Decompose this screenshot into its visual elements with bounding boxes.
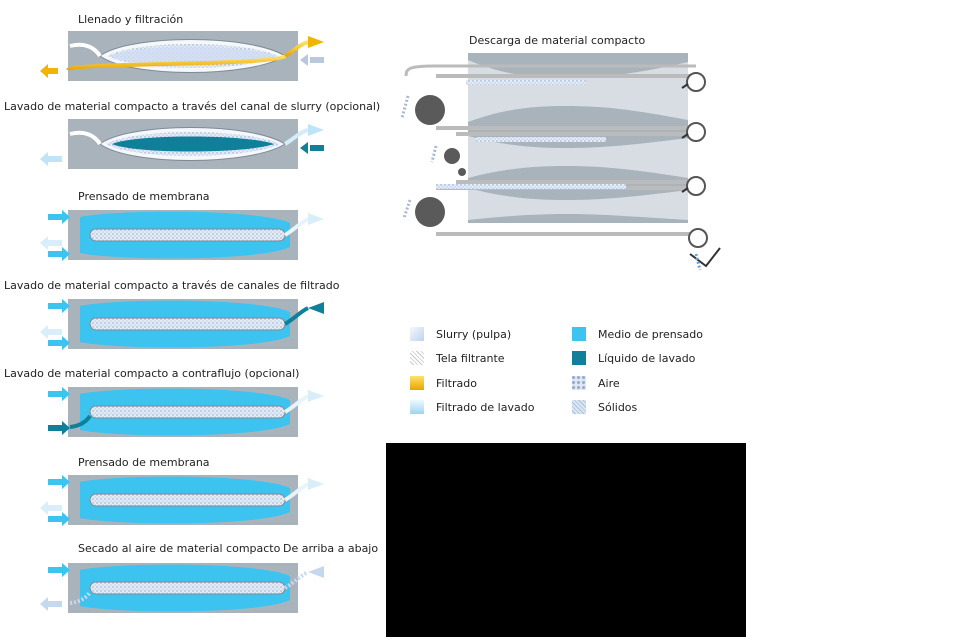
blank-area [386, 443, 746, 637]
legend-item-cloth: Tela filtrante [410, 351, 505, 365]
cake-discharge-diagram [400, 53, 721, 271]
wash-liquid-swatch [572, 351, 586, 365]
legend-item-solids: Sólidos [572, 400, 637, 414]
slurry-channel-wash-diagram [40, 119, 324, 169]
wash-filtrate-swatch [410, 400, 424, 414]
membrane-pressing-diagram-1 [40, 210, 324, 261]
cloth-swatch [410, 351, 424, 365]
solids-swatch [572, 400, 586, 414]
legend-item-slurry: Slurry (pulpa) [410, 327, 511, 341]
filtrate-channel-wash-diagram [40, 299, 324, 350]
step-2-label: Lavado de material compacto a través del… [4, 100, 381, 113]
legend-item-wash-liquid: Líquido de lavado [572, 351, 695, 365]
legend-item-air: Aire [572, 376, 620, 390]
air-drying-diagram [40, 563, 324, 613]
step-3-label: Prensado de membrana [78, 190, 210, 203]
discharge-title: Descarga de material compacto [469, 34, 646, 47]
step-7-label: Secado al aire de material compacto [78, 542, 281, 555]
step-5-label: Lavado de material compacto a contrafluj… [4, 367, 300, 380]
step-4-label: Lavado de material compacto a través de … [4, 279, 340, 292]
filling-filtration-diagram [40, 31, 324, 81]
legend-item-wash-filtrate: Filtrado de lavado [410, 400, 534, 414]
slurry-swatch [410, 327, 424, 341]
air-swatch [572, 376, 586, 390]
legend-item-press-medium: Medio de prensado [572, 327, 703, 341]
step-6-label: Prensado de membrana [78, 456, 210, 469]
step-7-direction-label: De arriba a abajo [283, 542, 379, 555]
press-medium-swatch [572, 327, 586, 341]
step-1-label: Llenado y filtración [78, 13, 184, 26]
membrane-pressing-diagram-2 [40, 475, 324, 526]
filtrate-swatch [410, 376, 424, 390]
counterflow-wash-diagram [48, 387, 324, 437]
legend-item-filtrate: Filtrado [410, 376, 477, 390]
